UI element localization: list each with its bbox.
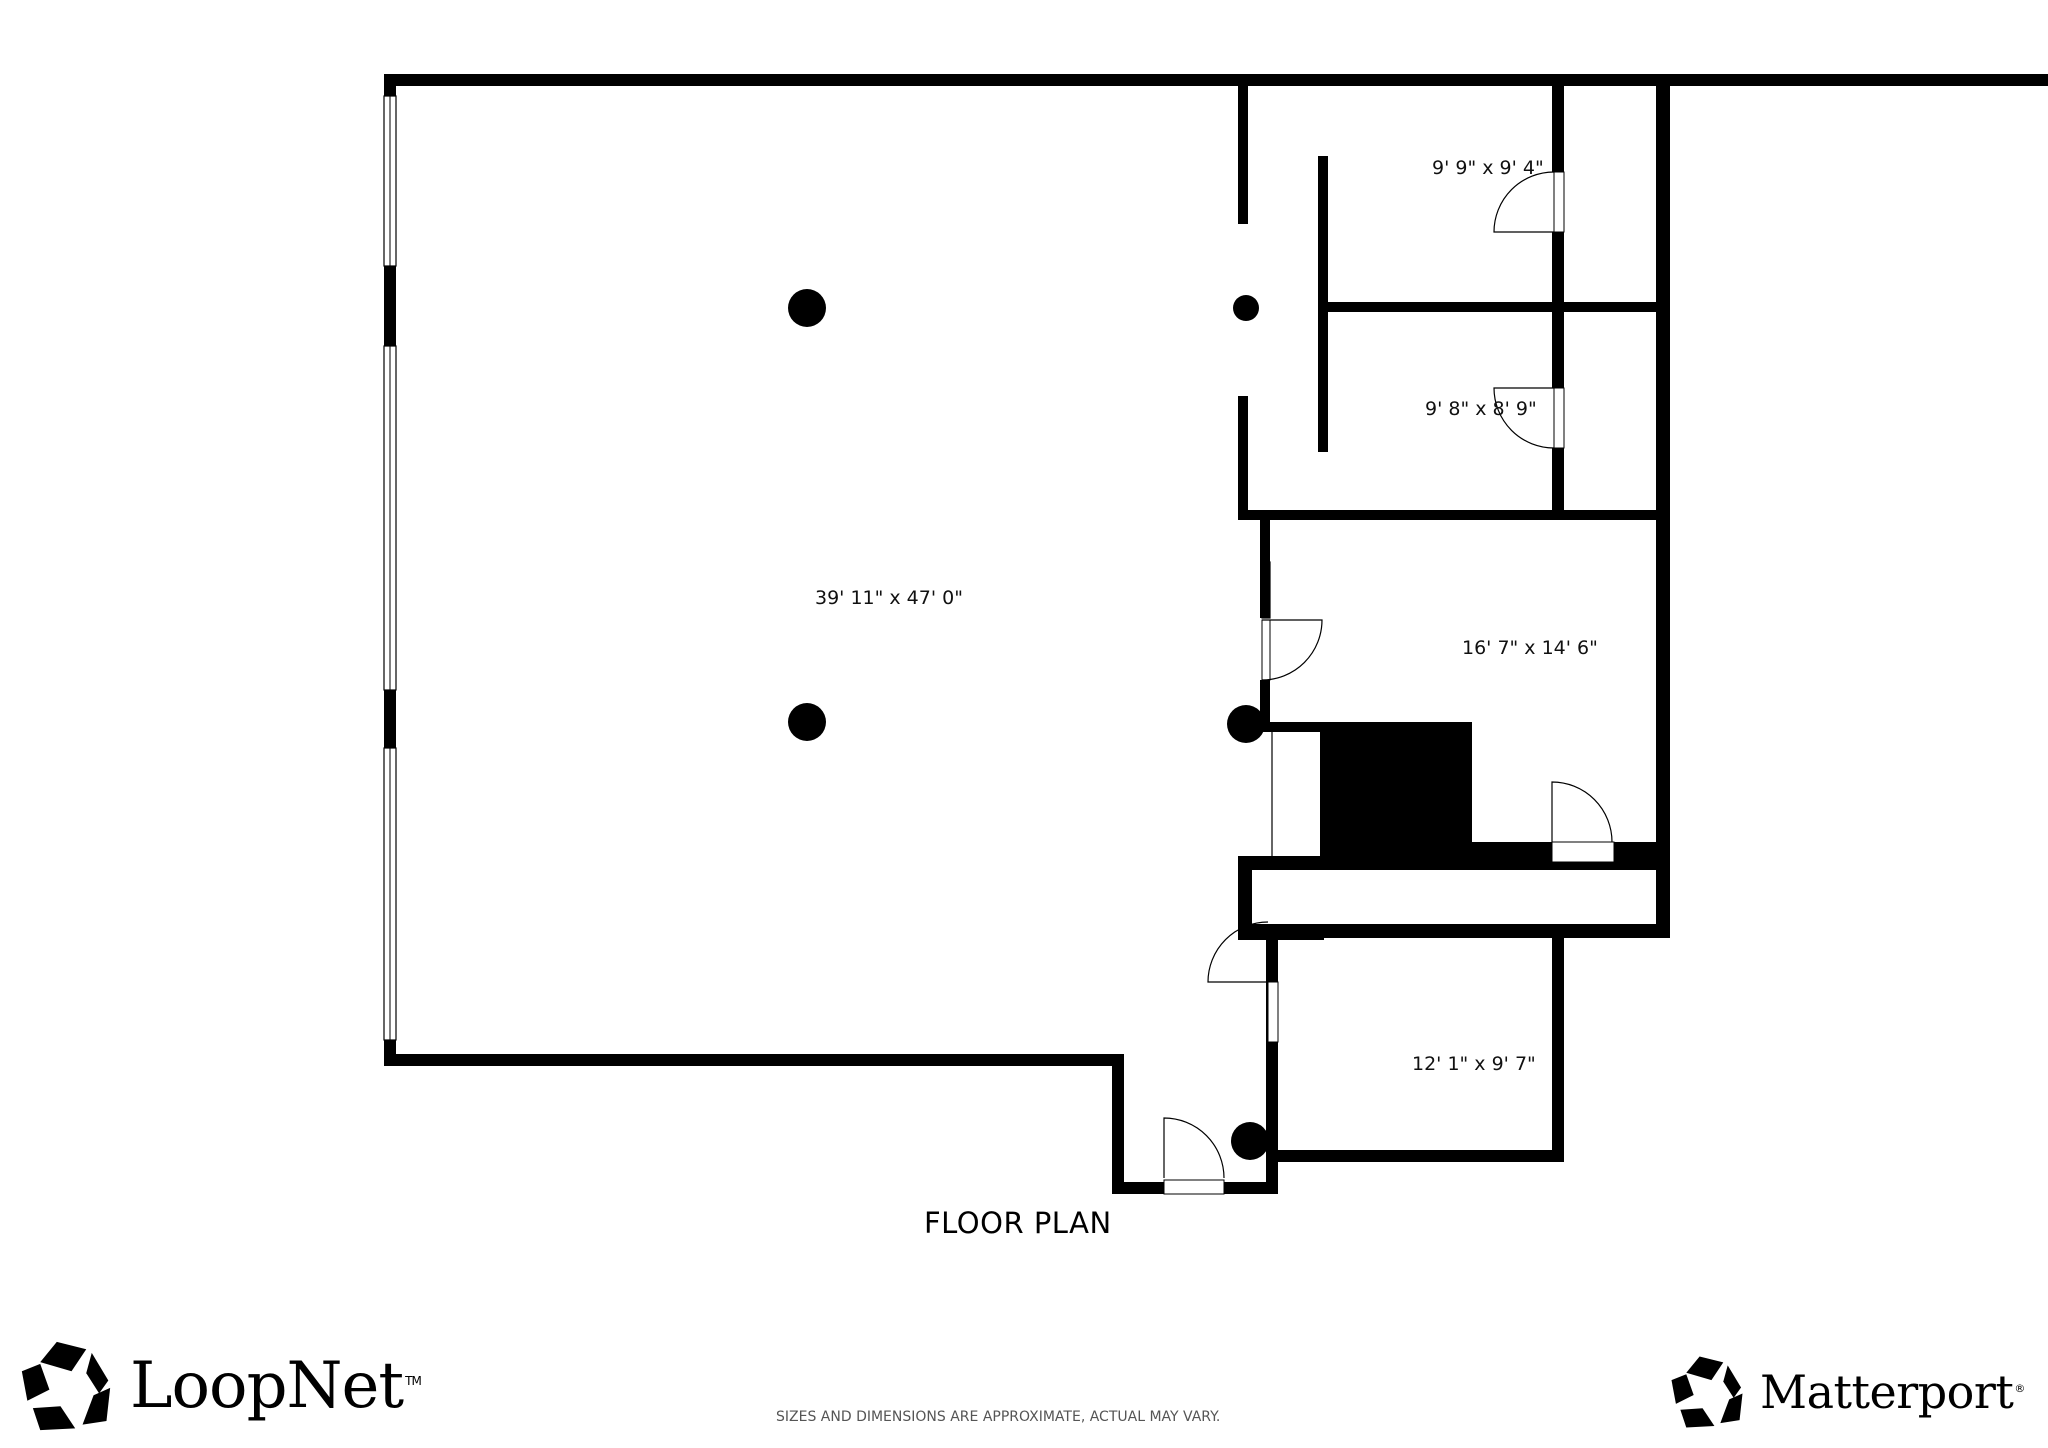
matterport-wordmark: Matterport: [1760, 1365, 2014, 1419]
wall: [384, 1054, 1124, 1066]
doors-layer: [1163, 171, 1615, 1195]
structural-column: [1227, 705, 1265, 743]
wall: [384, 266, 396, 346]
loopnet-pentagon-icon: [21, 1341, 111, 1431]
wall: [1656, 74, 1670, 936]
structural-column: [788, 289, 826, 327]
room-labels-layer: 39' 11" x 47' 0" 9' 9" x 9' 4" 9' 8" x 8…: [815, 157, 1598, 1075]
door-opening: [1553, 171, 1565, 233]
wall: [1266, 1150, 1564, 1162]
door-swing-arc: [1207, 921, 1269, 983]
wall: [384, 74, 2048, 86]
room-label-conference-room: 16' 7" x 14' 6": [1462, 637, 1598, 659]
wall: [1260, 516, 1270, 618]
wall: [1656, 856, 1670, 938]
door-swing-arc: [1551, 781, 1613, 843]
wall: [384, 74, 396, 96]
matterport-registered-mark: ®: [2014, 1381, 2025, 1395]
wall: [1238, 856, 1252, 938]
windows-layer: [383, 95, 1271, 1041]
room-label-office-1: 9' 9" x 9' 4": [1432, 157, 1544, 179]
wall: [1260, 680, 1270, 722]
door-opening: [1551, 841, 1615, 863]
wall: [1552, 74, 1564, 172]
wall: [384, 690, 396, 748]
wall: [1112, 1054, 1124, 1194]
door-swing-arc: [1493, 387, 1555, 449]
door-swing-arc: [1261, 619, 1323, 681]
wall: [1552, 448, 1564, 520]
room-label-main-open-area: 39' 11" x 47' 0": [815, 587, 963, 609]
structural-column: [1233, 295, 1259, 321]
wall: [1318, 302, 1666, 312]
door-opening: [1163, 1179, 1225, 1195]
door-opening: [1261, 619, 1271, 681]
disclaimer-text: SIZES AND DIMENSIONS ARE APPROXIMATE, AC…: [776, 1409, 1221, 1425]
structural-column: [1231, 1122, 1269, 1160]
columns-layer: [788, 289, 1269, 1160]
door-swing-arc: [1493, 171, 1555, 233]
wall: [1320, 722, 1472, 862]
structural-column: [788, 703, 826, 741]
loopnet-wordmark: LoopNet: [130, 1349, 404, 1423]
wall: [1238, 924, 1324, 940]
wall: [1552, 924, 1564, 1162]
wall: [1238, 396, 1248, 520]
wall: [1238, 74, 1248, 224]
wall: [1552, 232, 1564, 388]
matterport-pentagon-icon: [1671, 1356, 1743, 1428]
matterport-logo: Matterport®: [1670, 1355, 2025, 1429]
floor-plan-title: FLOOR PLAN: [924, 1206, 1112, 1240]
wall: [1238, 510, 1666, 520]
room-label-office-2: 9' 8" x 8' 9": [1425, 398, 1537, 420]
room-label-office-3: 12' 1" x 9' 7": [1412, 1053, 1536, 1075]
walls-layer: [384, 74, 2048, 1194]
door-opening: [1267, 981, 1279, 1043]
door-opening: [1553, 387, 1565, 449]
wall: [1260, 722, 1320, 732]
door-swing-arc: [1163, 1117, 1225, 1179]
loopnet-trademark: TM: [405, 1373, 422, 1388]
